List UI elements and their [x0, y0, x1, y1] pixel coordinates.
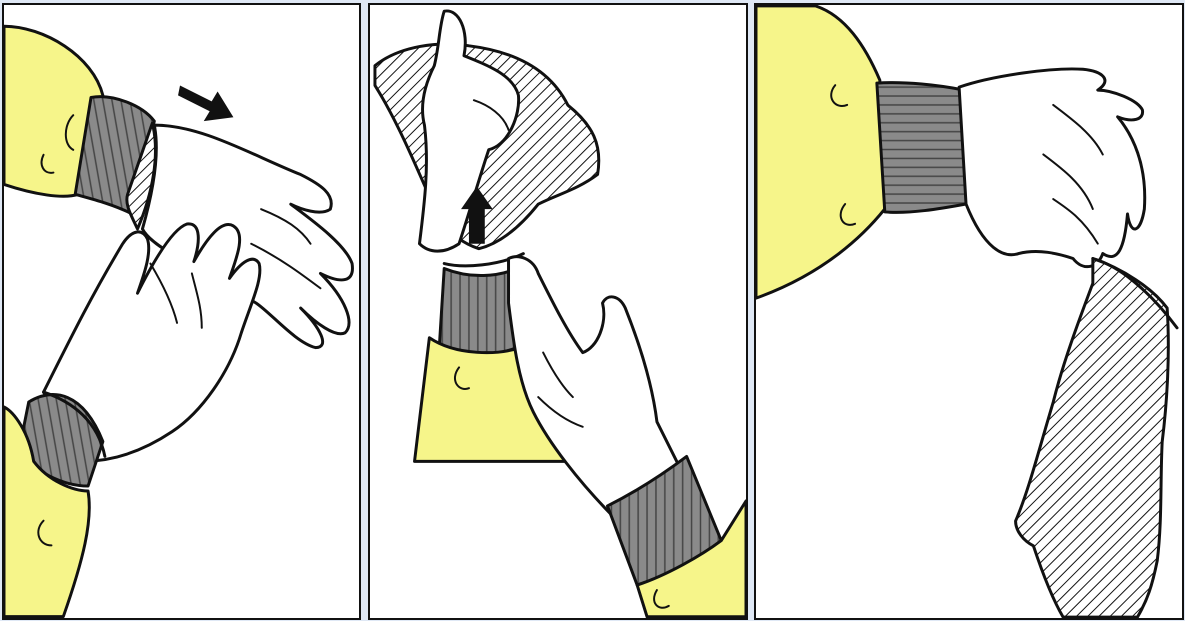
cuff: [877, 83, 966, 213]
bare-hand: [959, 69, 1145, 267]
step-1-drawing: [4, 5, 359, 618]
sleeve: [756, 6, 885, 298]
hanging-glove: [1016, 258, 1169, 617]
step-2-panel: [368, 3, 748, 620]
step-1-panel: [2, 3, 361, 620]
step-2-drawing: [370, 5, 746, 618]
arrow-down-right-icon: [178, 86, 233, 122]
step-3-drawing: [756, 5, 1182, 618]
step-3-panel: [754, 3, 1184, 620]
